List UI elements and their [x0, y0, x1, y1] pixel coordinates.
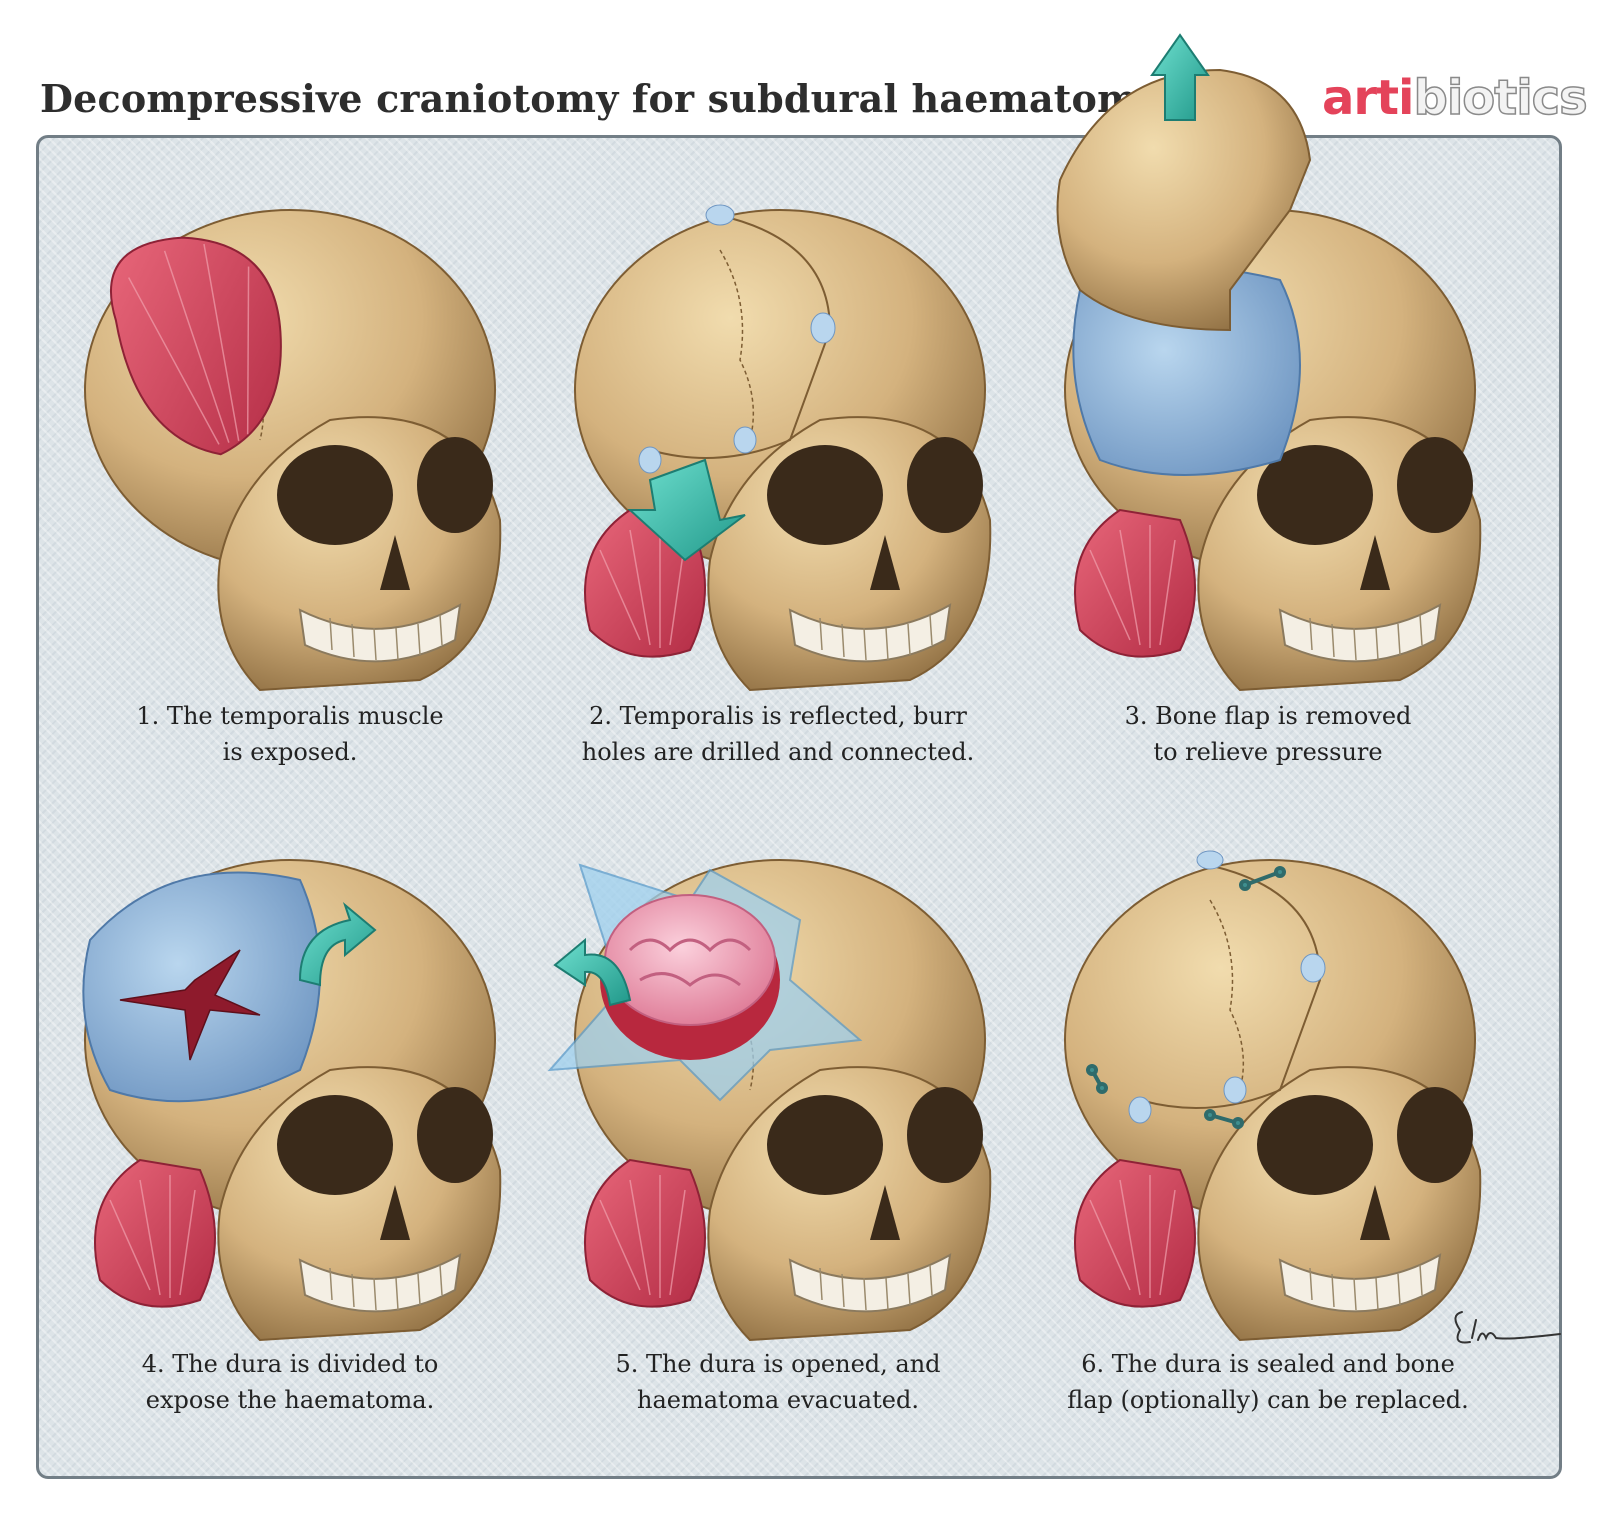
burr-hole: [1300, 953, 1326, 983]
step-5-caption: 5. The dura is opened, and haematoma eva…: [548, 1346, 1008, 1418]
page-title: Decompressive craniotomy for subdural ha…: [40, 76, 1163, 121]
step-6-caption: 6. The dura is sealed and bone flap (opt…: [1038, 1346, 1498, 1418]
brain: [604, 894, 776, 1026]
caption-line: 3. Bone flap is removed: [1124, 702, 1412, 730]
caption-line: 1. The temporalis muscle: [136, 702, 444, 730]
caption-line: 6. The dura is sealed and bone: [1081, 1350, 1455, 1378]
burr-hole: [705, 204, 735, 226]
caption-line: flap (optionally) can be replaced.: [1067, 1386, 1469, 1414]
burr-hole: [1196, 850, 1224, 870]
step-1-caption: 1. The temporalis muscle is exposed.: [60, 698, 520, 770]
caption-line: 5. The dura is opened, and: [615, 1350, 941, 1378]
brain-folds: [628, 938, 752, 987]
logo-part-arti: arti: [1322, 70, 1414, 126]
step-3-illustration: [1056, 33, 1482, 691]
step-5-illustration: [547, 859, 992, 1341]
burr-hole: [638, 446, 662, 474]
caption-line: expose the haematoma.: [145, 1386, 435, 1414]
step-2-illustration: [574, 204, 992, 691]
burr-hole: [1223, 1076, 1247, 1104]
step-1-illustration: [84, 209, 502, 691]
caption-line: 2. Temporalis is reflected, burr: [589, 702, 967, 730]
brand-logo: artibiotics: [1322, 69, 1589, 127]
curved-arrow-icon: [298, 901, 377, 987]
burr-hole: [810, 312, 836, 344]
step-3-caption: 3. Bone flap is removed to relieve press…: [1038, 698, 1498, 770]
temporalis-muscle-1: [110, 236, 282, 456]
step-4-illustration: [82, 859, 502, 1341]
caption-line: to relieve pressure: [1153, 738, 1383, 766]
bone-flap: [1056, 68, 1312, 332]
down-arrow-icon: [627, 458, 746, 562]
reflected-muscle-4: [94, 1159, 216, 1308]
caption-line: is exposed.: [222, 738, 358, 766]
muscle-6: [1074, 1159, 1196, 1308]
burr-hole: [1128, 1096, 1152, 1124]
step-4-caption: 4. The dura is divided to expose the hae…: [60, 1346, 520, 1418]
reflected-muscle-5: [584, 1159, 706, 1308]
step-2-caption: 2. Temporalis is reflected, burr holes a…: [548, 698, 1008, 770]
up-arrow-icon: [1150, 33, 1210, 121]
curved-arrow-icon: [553, 937, 632, 1007]
burr-hole: [733, 426, 757, 454]
reflected-muscle-3: [1074, 509, 1196, 658]
artist-signature: [1454, 1311, 1561, 1344]
dura-incision: [119, 949, 261, 1061]
caption-line: 4. The dura is divided to: [141, 1350, 439, 1378]
step-6-illustration: [1064, 850, 1482, 1341]
caption-line: haematoma evacuated.: [637, 1386, 919, 1414]
caption-line: holes are drilled and connected.: [581, 738, 975, 766]
logo-part-biotics: biotics: [1413, 69, 1589, 127]
fixation-plates: [1086, 866, 1286, 1129]
